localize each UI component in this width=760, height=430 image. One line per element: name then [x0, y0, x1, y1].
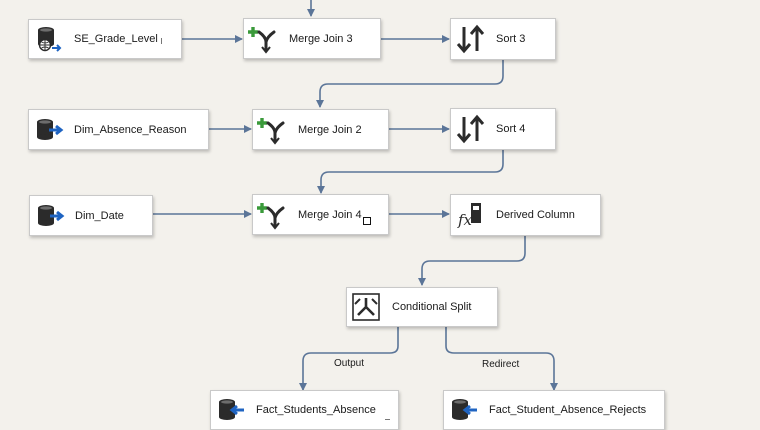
database-destination-icon [219, 399, 244, 420]
component-derived-column[interactable]: fx Derived Column [450, 194, 601, 236]
component-fact-student-absence-rejects[interactable]: Fact_Student_Absence_Rejects [443, 390, 665, 430]
resize-handle[interactable] [363, 217, 371, 225]
component-label: SE_Grade_Level [74, 33, 158, 45]
database-destination-icon [452, 399, 477, 420]
merge-join-icon [248, 26, 276, 54]
component-fact-students-absence[interactable]: Fact_Students_Absence [210, 390, 399, 430]
component-sort-3[interactable]: Sort 3 [450, 18, 556, 60]
component-label: Fact_Student_Absence_Rejects [489, 404, 647, 416]
component-label: Fact_Students_Absence [256, 404, 376, 416]
connector-label-redirect[interactable]: Redirect [482, 359, 520, 370]
derived-column-fx-icon: fx [457, 203, 481, 229]
component-merge-join-3[interactable]: Merge Join 3 [243, 18, 381, 59]
component-label: Merge Join 4 [298, 208, 362, 221]
connector-derived-column-to-conditional-split[interactable] [418, 236, 526, 286]
component-label: Sort 3 [496, 33, 526, 45]
conditional-split-icon [352, 293, 380, 321]
component-conditional-split[interactable]: Conditional Split [346, 287, 498, 327]
component-dim-absence-reason[interactable]: Dim_Absence_Reason [28, 109, 209, 150]
component-merge-join-4[interactable]: Merge Join 4 [252, 194, 389, 235]
sort-icon [456, 114, 485, 144]
edge-tick [385, 419, 390, 420]
merge-join-icon [257, 202, 285, 230]
component-label: Derived Column [496, 209, 575, 221]
sort-icon [456, 24, 485, 54]
database-source-icon [38, 27, 62, 52]
component-se-grade-level[interactable]: SE_Grade_Level [28, 19, 182, 59]
component-label: Merge Join 3 [289, 32, 353, 45]
connector-redirect-to-fact-student-absence-rejects[interactable] [445, 327, 558, 391]
connector-sort-3-to-merge-join-2[interactable] [316, 60, 504, 108]
connector-sort-4-to-merge-join-4[interactable] [317, 150, 504, 194]
component-label: Sort 4 [496, 123, 526, 135]
component-label: Merge Join 2 [298, 123, 362, 136]
database-source-icon [38, 204, 65, 226]
component-merge-join-2[interactable]: Merge Join 2 [252, 109, 389, 150]
component-dim-date[interactable]: Dim_Date [29, 195, 153, 236]
component-sort-4[interactable]: Sort 4 [450, 108, 556, 150]
merge-join-icon [257, 117, 285, 145]
connector-output-to-fact-students-absence[interactable] [299, 327, 399, 391]
svg-text:fx: fx [457, 211, 473, 229]
component-label: Dim_Absence_Reason [74, 123, 187, 136]
edge-tick [161, 38, 162, 44]
component-label: Conditional Split [392, 301, 472, 313]
component-label: Dim_Date [75, 209, 124, 222]
connector-label-output[interactable]: Output [334, 358, 365, 369]
database-source-icon [37, 118, 64, 140]
